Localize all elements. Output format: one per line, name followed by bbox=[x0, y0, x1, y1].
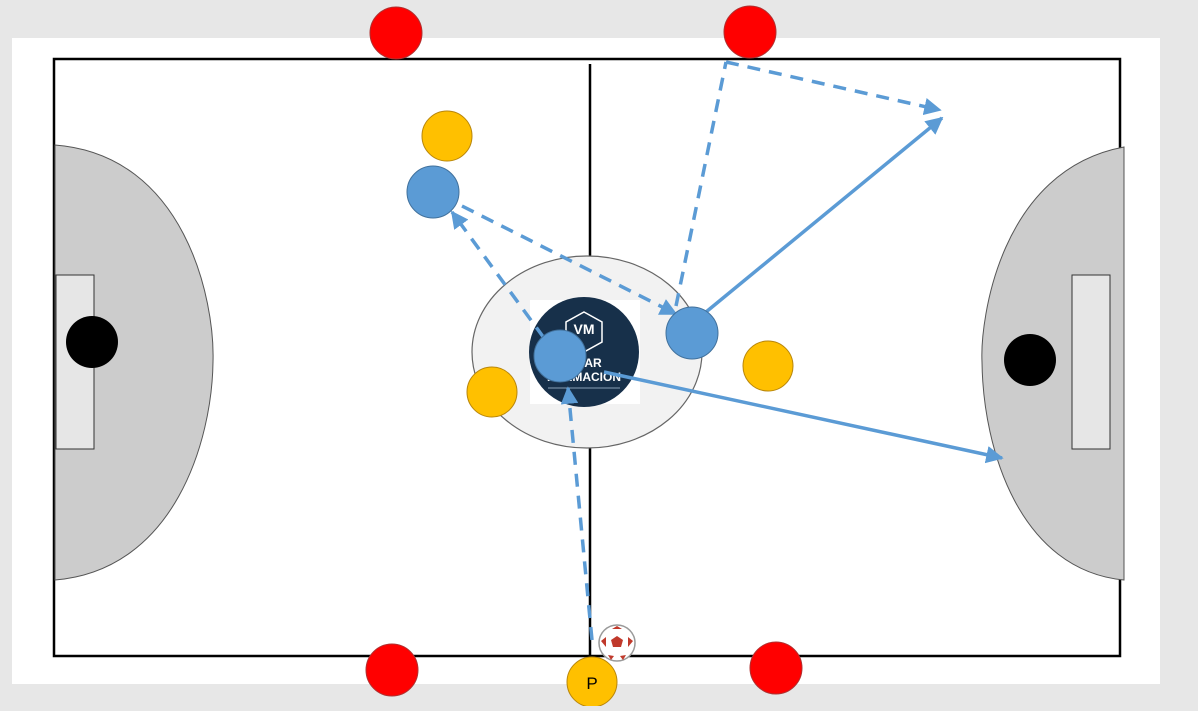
cone-bottom-left bbox=[365, 643, 419, 697]
ball-center-patch bbox=[611, 636, 623, 647]
defender-center-right bbox=[742, 340, 794, 392]
cones bbox=[365, 5, 803, 697]
left-goal-marker bbox=[66, 316, 118, 368]
defenders bbox=[421, 110, 794, 418]
logo-initials: VM bbox=[574, 321, 595, 337]
movement-lines bbox=[450, 60, 1004, 641]
ball-right-patch bbox=[628, 637, 633, 647]
right-goal-marker bbox=[1004, 334, 1056, 386]
run-line-across bbox=[725, 60, 942, 116]
left-penalty-area bbox=[54, 144, 214, 581]
ball-top-patch bbox=[612, 626, 622, 629]
attacker-left bbox=[406, 165, 460, 219]
passer-marker: P bbox=[566, 656, 618, 708]
run-line-up bbox=[674, 61, 728, 307]
ball-left-patch bbox=[601, 637, 606, 647]
pass-line-to-right-goal bbox=[603, 370, 1004, 464]
soccer-ball-icon bbox=[598, 624, 636, 662]
passer-label: P bbox=[586, 674, 597, 693]
right-goal-box bbox=[1071, 274, 1111, 450]
attacker-center bbox=[533, 329, 587, 383]
defender-center-left bbox=[466, 366, 518, 418]
pass-line-left-to-right-attacker bbox=[461, 204, 678, 316]
attacker-right bbox=[665, 306, 719, 360]
pass-line-to-top-right bbox=[704, 116, 944, 314]
cone-bottom-right bbox=[749, 641, 803, 695]
defender-top bbox=[421, 110, 473, 162]
pass-line-center-to-left-attacker bbox=[450, 210, 546, 340]
cone-top-left bbox=[369, 6, 423, 60]
cone-top-right bbox=[723, 5, 777, 59]
attackers bbox=[406, 165, 719, 383]
pass-line-passer-to-center bbox=[560, 386, 594, 641]
ball-bottom-left-patch bbox=[608, 655, 614, 660]
ball-bottom-right-patch bbox=[620, 655, 626, 660]
